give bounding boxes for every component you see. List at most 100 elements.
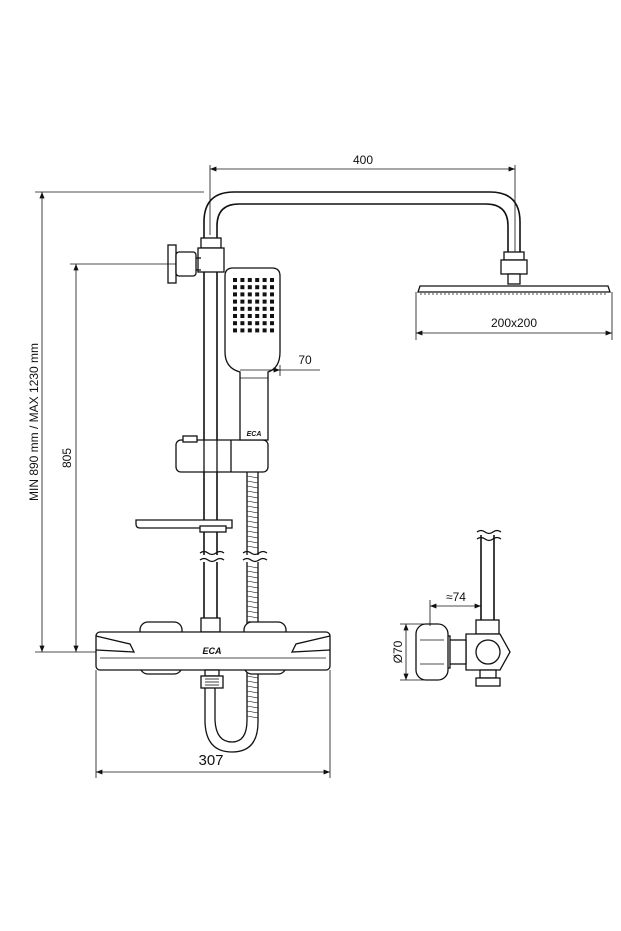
- nozzle: [240, 328, 245, 333]
- overhead-shower-head: [415, 285, 613, 340]
- hose-rib: [246, 675, 259, 679]
- nozzle: [270, 292, 274, 297]
- nozzle: [270, 299, 274, 304]
- shower-head-size-label: 200x200: [491, 316, 537, 330]
- mixer-diameter-label: Ø70: [391, 640, 405, 663]
- nozzle: [247, 306, 252, 311]
- hose-rib: [246, 700, 259, 704]
- hose-rib: [246, 710, 259, 714]
- hose-rib: [246, 485, 259, 489]
- hose-rib: [246, 545, 259, 549]
- hand-shower-nozzles: [233, 278, 274, 333]
- hose-rib: [246, 490, 259, 494]
- nozzle: [240, 314, 245, 318]
- nozzle: [262, 306, 267, 311]
- hose-ribbing: [246, 475, 259, 719]
- dimension-bracket-height: 805: [60, 263, 176, 652]
- nozzle: [255, 328, 260, 333]
- hose-rib: [246, 590, 259, 594]
- hose-rib: [246, 475, 259, 479]
- nozzle: [255, 321, 260, 326]
- nozzle: [233, 299, 237, 304]
- nozzle: [270, 285, 274, 290]
- nozzle: [255, 292, 260, 297]
- dimension-arm-length: 400: [209, 153, 516, 255]
- nozzle: [233, 278, 237, 282]
- soap-shelf: [135, 519, 233, 533]
- nozzle: [247, 278, 252, 282]
- slide-holder: [175, 435, 269, 473]
- hose-rib: [246, 480, 259, 484]
- mixer-logo: ECA: [202, 646, 221, 656]
- nozzle: [247, 321, 252, 326]
- nozzle: [262, 278, 267, 282]
- mixer-side-view: [415, 529, 511, 687]
- shower-arm: [197, 191, 528, 285]
- hose-rib: [246, 605, 259, 609]
- nozzle: [240, 285, 245, 290]
- hose-rib: [246, 540, 259, 544]
- hose-rib: [246, 685, 259, 689]
- hose-rib: [246, 500, 259, 504]
- hose-rib: [246, 510, 259, 514]
- nozzle: [262, 285, 267, 290]
- nozzle: [247, 314, 252, 318]
- nozzle: [247, 285, 252, 290]
- mixer-width-label: 307: [198, 752, 223, 769]
- bracket-height-label: 805: [60, 448, 74, 468]
- wall-offset-label: ≈74: [446, 590, 466, 604]
- nozzle: [233, 292, 237, 297]
- hose-rib: [246, 585, 259, 589]
- nozzle: [262, 314, 267, 318]
- hose-rib: [246, 690, 259, 694]
- hose-rib: [246, 495, 259, 499]
- nozzle: [262, 321, 267, 326]
- nozzle: [247, 328, 252, 333]
- hose-rib: [246, 610, 259, 614]
- nozzle: [270, 328, 274, 333]
- nozzle: [240, 278, 245, 282]
- thermostatic-mixer-front: ECA: [95, 621, 331, 689]
- nozzle: [255, 306, 260, 311]
- nozzle: [270, 306, 274, 311]
- hose-rib: [246, 505, 259, 509]
- nozzle: [247, 292, 252, 297]
- nozzle: [262, 328, 267, 333]
- hose-rib: [246, 520, 259, 524]
- hose-rib: [246, 680, 259, 684]
- hose-rib: [246, 580, 259, 584]
- dimension-mixer-width: 307: [95, 670, 331, 778]
- riser-pipe: [199, 272, 225, 633]
- dimension-hand-shower: 70: [240, 353, 320, 376]
- nozzle: [240, 321, 245, 326]
- nozzle: [233, 328, 237, 333]
- nozzle: [255, 278, 260, 282]
- dimension-shower-head: 200x200: [416, 316, 612, 336]
- hand-shower: ECA: [224, 267, 281, 441]
- hose-rib: [246, 515, 259, 519]
- hose-rib: [246, 525, 259, 529]
- hose-rib: [246, 600, 259, 604]
- dimension-wall-offset: ≈74: [429, 590, 481, 626]
- nozzle: [262, 299, 267, 304]
- arm-length-label: 400: [353, 153, 373, 167]
- nozzle: [270, 321, 274, 326]
- hand-shower-width-label: 70: [298, 353, 312, 367]
- nozzle: [262, 292, 267, 297]
- nozzle: [270, 314, 274, 318]
- shower-hose: [204, 472, 268, 753]
- nozzle: [233, 285, 237, 290]
- height-range-label: MIN 890 mm / MAX 1230 mm: [27, 343, 41, 501]
- hand-shower-logo: ECA: [247, 431, 262, 438]
- hose-rib: [246, 570, 259, 574]
- nozzle: [270, 278, 274, 282]
- nozzle: [233, 321, 237, 326]
- hose-rib: [246, 715, 259, 719]
- nozzle: [233, 306, 237, 311]
- nozzle: [247, 299, 252, 304]
- hose-rib: [246, 535, 259, 539]
- hose-rib: [246, 615, 259, 619]
- nozzle: [233, 314, 237, 318]
- nozzle: [240, 306, 245, 311]
